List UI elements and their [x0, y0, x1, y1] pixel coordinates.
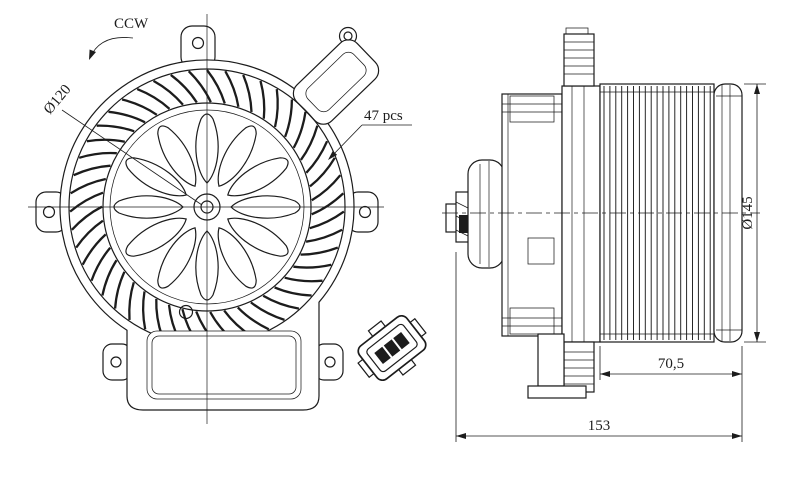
blade-count-leader	[329, 124, 363, 159]
ear-hole-bottom-left	[110, 356, 122, 368]
arrowhead-icon	[456, 433, 466, 439]
mounting-foot	[527, 333, 587, 399]
side-view	[442, 27, 760, 399]
connector-shroud	[366, 323, 418, 373]
rotation-callout: CCW	[89, 16, 149, 60]
blade-count-callout: 47 pcs	[328, 108, 412, 160]
diameter-leader-line	[61, 109, 203, 206]
drain-hole	[178, 304, 194, 320]
arrowhead-icon	[754, 332, 760, 342]
arrowhead-icon	[754, 84, 760, 94]
impeller-petals	[113, 113, 301, 301]
impeller-diameter-label: Ø120	[41, 82, 75, 118]
rotation-direction-label: CCW	[114, 16, 149, 32]
cage-length-label: 70,5	[658, 356, 684, 372]
motor-body	[501, 93, 563, 337]
arrowhead-icon	[732, 433, 742, 439]
connector-pin	[383, 339, 401, 357]
ear-hole-left	[42, 205, 56, 219]
duct-ear-hole	[343, 31, 353, 41]
arrowhead-icon	[600, 371, 610, 377]
ear-hole-top	[191, 36, 205, 50]
mounting-plate	[561, 27, 601, 393]
connector-detail	[357, 314, 427, 382]
ccw-arrowhead-icon	[89, 49, 96, 60]
base-flange	[146, 330, 302, 400]
overall-length-label: 153	[588, 418, 611, 434]
connector-pin	[374, 346, 391, 364]
cage-length-dimension: 70,5	[599, 346, 743, 380]
connector-pin	[393, 332, 410, 350]
ear-hole-right	[358, 205, 372, 219]
blade-count-label: 47 pcs	[364, 108, 403, 124]
cage-diameter-label: Ø145	[740, 196, 756, 229]
ear-hole-bottom-right	[324, 356, 336, 368]
arrowhead-icon	[732, 371, 742, 377]
blade-ring	[69, 69, 345, 345]
centerlines	[28, 14, 384, 424]
motor-end-cap	[467, 159, 505, 269]
overall-length-dimension: 153	[455, 252, 743, 442]
cage-diameter-dimension: Ø145	[740, 83, 766, 343]
ccw-arrow-icon	[89, 37, 134, 59]
blade-count-arrowhead-icon	[328, 150, 338, 160]
front-view	[28, 14, 384, 424]
